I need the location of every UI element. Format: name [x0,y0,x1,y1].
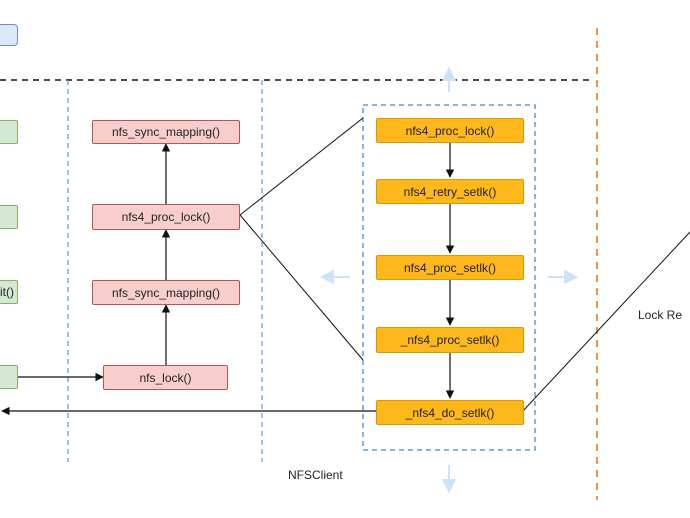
lock-request-label: Lock Re [638,308,683,322]
nfs4-proc-lock-orange-box[interactable]: nfs4_proc_lock() [376,118,524,143]
nfs4-proc-setlk-label: nfs4_proc_setlk() [403,260,497,275]
nfs4-do-setlk-box[interactable]: _nfs4_do_setlk() [376,400,524,425]
nfs-lock-box[interactable]: nfs_lock() [103,365,228,390]
nfs4-retry-setlk-label: nfs4_retry_setlk() [403,184,497,199]
nfs-lock-label: nfs_lock() [139,370,192,385]
nfs4-retry-setlk-box[interactable]: nfs4_retry_setlk() [376,179,524,204]
nfs4-do-setlk-label: _nfs4_do_setlk() [405,405,495,420]
green-box-init-label: it() [0,285,14,299]
nfs-sync-mapping-top-label: nfs_sync_mapping() [111,125,221,139]
nfs-sync-mapping-bottom-box[interactable]: nfs_sync_mapping() [92,280,240,305]
nfs-client-label: NFSClient [288,468,343,482]
nfs-sync-mapping-top-box[interactable]: nfs_sync_mapping() [92,120,240,144]
fan-line-lower [239,214,364,361]
green-box-1 [0,120,18,144]
green-box-4 [0,365,18,389]
blue-legend-box [0,24,18,46]
nfs-sync-mapping-bottom-label: nfs_sync_mapping() [111,285,221,300]
nfs4-proc-lock-red-label: nfs4_proc_lock() [121,210,211,224]
green-box-init: it() [0,280,18,304]
nfs4-proc-setlk-internal-label: _nfs4_proc_setlk() [400,333,500,347]
fan-line-upper [239,117,364,216]
nfs4-proc-setlk-box[interactable]: nfs4_proc_setlk() [376,255,524,280]
selection-box[interactable] [362,104,536,451]
nfs4-proc-lock-orange-label: nfs4_proc_lock() [405,123,495,138]
green-box-2 [0,205,18,229]
nfs4-proc-setlk-internal-box[interactable]: _nfs4_proc_setlk() [376,327,524,353]
nfs4-proc-lock-red-box[interactable]: nfs4_proc_lock() [92,204,240,230]
lock-request-line [521,231,690,413]
